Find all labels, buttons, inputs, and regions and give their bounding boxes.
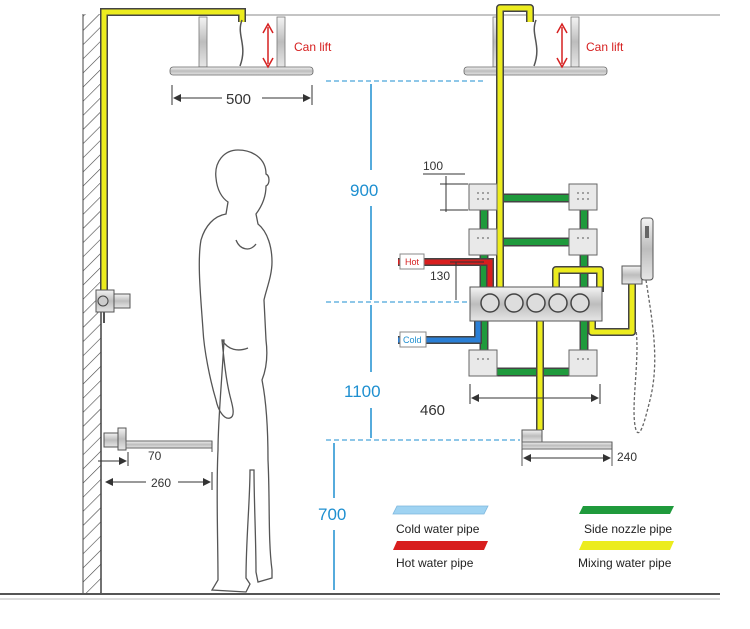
legend: Cold water pipe Hot water pipe Side nozz… [392,505,674,570]
dim-1100-label: 1100 [344,382,381,401]
dim-100-label: 100 [423,159,443,173]
can-lift-label-left: Can lift [294,40,332,54]
dim-vertical [333,84,372,590]
mixing-pipe-left [100,8,246,290]
hot-water-pipe [398,258,494,292]
hand-shower [621,217,656,434]
dim-130-label: 130 [430,269,450,283]
dim-900-label: 900 [350,181,378,200]
guide-lines [326,80,520,441]
dim-500-label: 500 [226,91,251,108]
tub-spout-left [103,427,213,452]
human-figure [198,149,273,593]
lift-arrow-left [262,22,274,69]
legend-item-hot: Hot water pipe [393,541,488,570]
dim-700-label: 700 [318,505,346,524]
dim-460 [469,384,601,404]
cold-tag: Cold [399,331,427,348]
legend-item-side-nozzle: Side nozzle pipe [579,506,674,536]
dim-100 [423,173,468,212]
svg-text:Hot: Hot [405,257,420,267]
dim-260-label: 260 [151,476,171,490]
hot-tag: Hot [399,253,425,270]
dim-240-label: 240 [617,450,637,464]
dim-460-label: 460 [420,402,445,419]
jet-dots [477,192,589,360]
lift-arrow-right [556,22,568,69]
floor [0,593,720,600]
valve-panel [469,286,603,322]
legend-item-cold: Cold water pipe [392,505,489,536]
dim-70-label: 70 [148,449,162,463]
svg-text:Side nozzle pipe: Side nozzle pipe [584,522,672,536]
wall-valve [95,289,131,323]
dim-500 [171,85,313,105]
shower-head-left [169,16,314,76]
dim-70 [98,452,129,466]
dim-260 [105,472,213,490]
can-lift-label-right: Can lift [586,40,624,54]
svg-text:Cold: Cold [403,335,422,345]
dim-130 [450,261,484,300]
svg-text:Mixing water pipe: Mixing water pipe [578,556,672,570]
body-jets [468,183,598,377]
svg-text:Hot water pipe: Hot water pipe [396,556,474,570]
tub-spout-right [521,429,613,466]
legend-item-mixing: Mixing water pipe [578,541,674,570]
svg-text:Cold water pipe: Cold water pipe [396,522,480,536]
